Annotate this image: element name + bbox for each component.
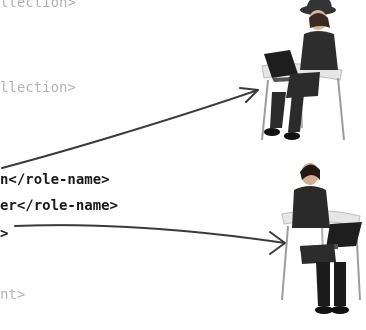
code-line-2: llection> bbox=[0, 80, 76, 96]
code-line-5: > bbox=[0, 226, 9, 242]
woman-with-hat-icon bbox=[261, 0, 345, 141]
code-line-4: er</role-name> bbox=[0, 198, 119, 214]
code-line-6: nt> bbox=[0, 287, 26, 303]
code-line-3: n</role-name> bbox=[0, 172, 110, 188]
arrow-to-top-person bbox=[1, 87, 259, 169]
arrow-to-bottom-person bbox=[14, 224, 286, 255]
woman-with-laptop-icon bbox=[281, 163, 362, 314]
code-line-1: llection> bbox=[0, 0, 76, 11]
